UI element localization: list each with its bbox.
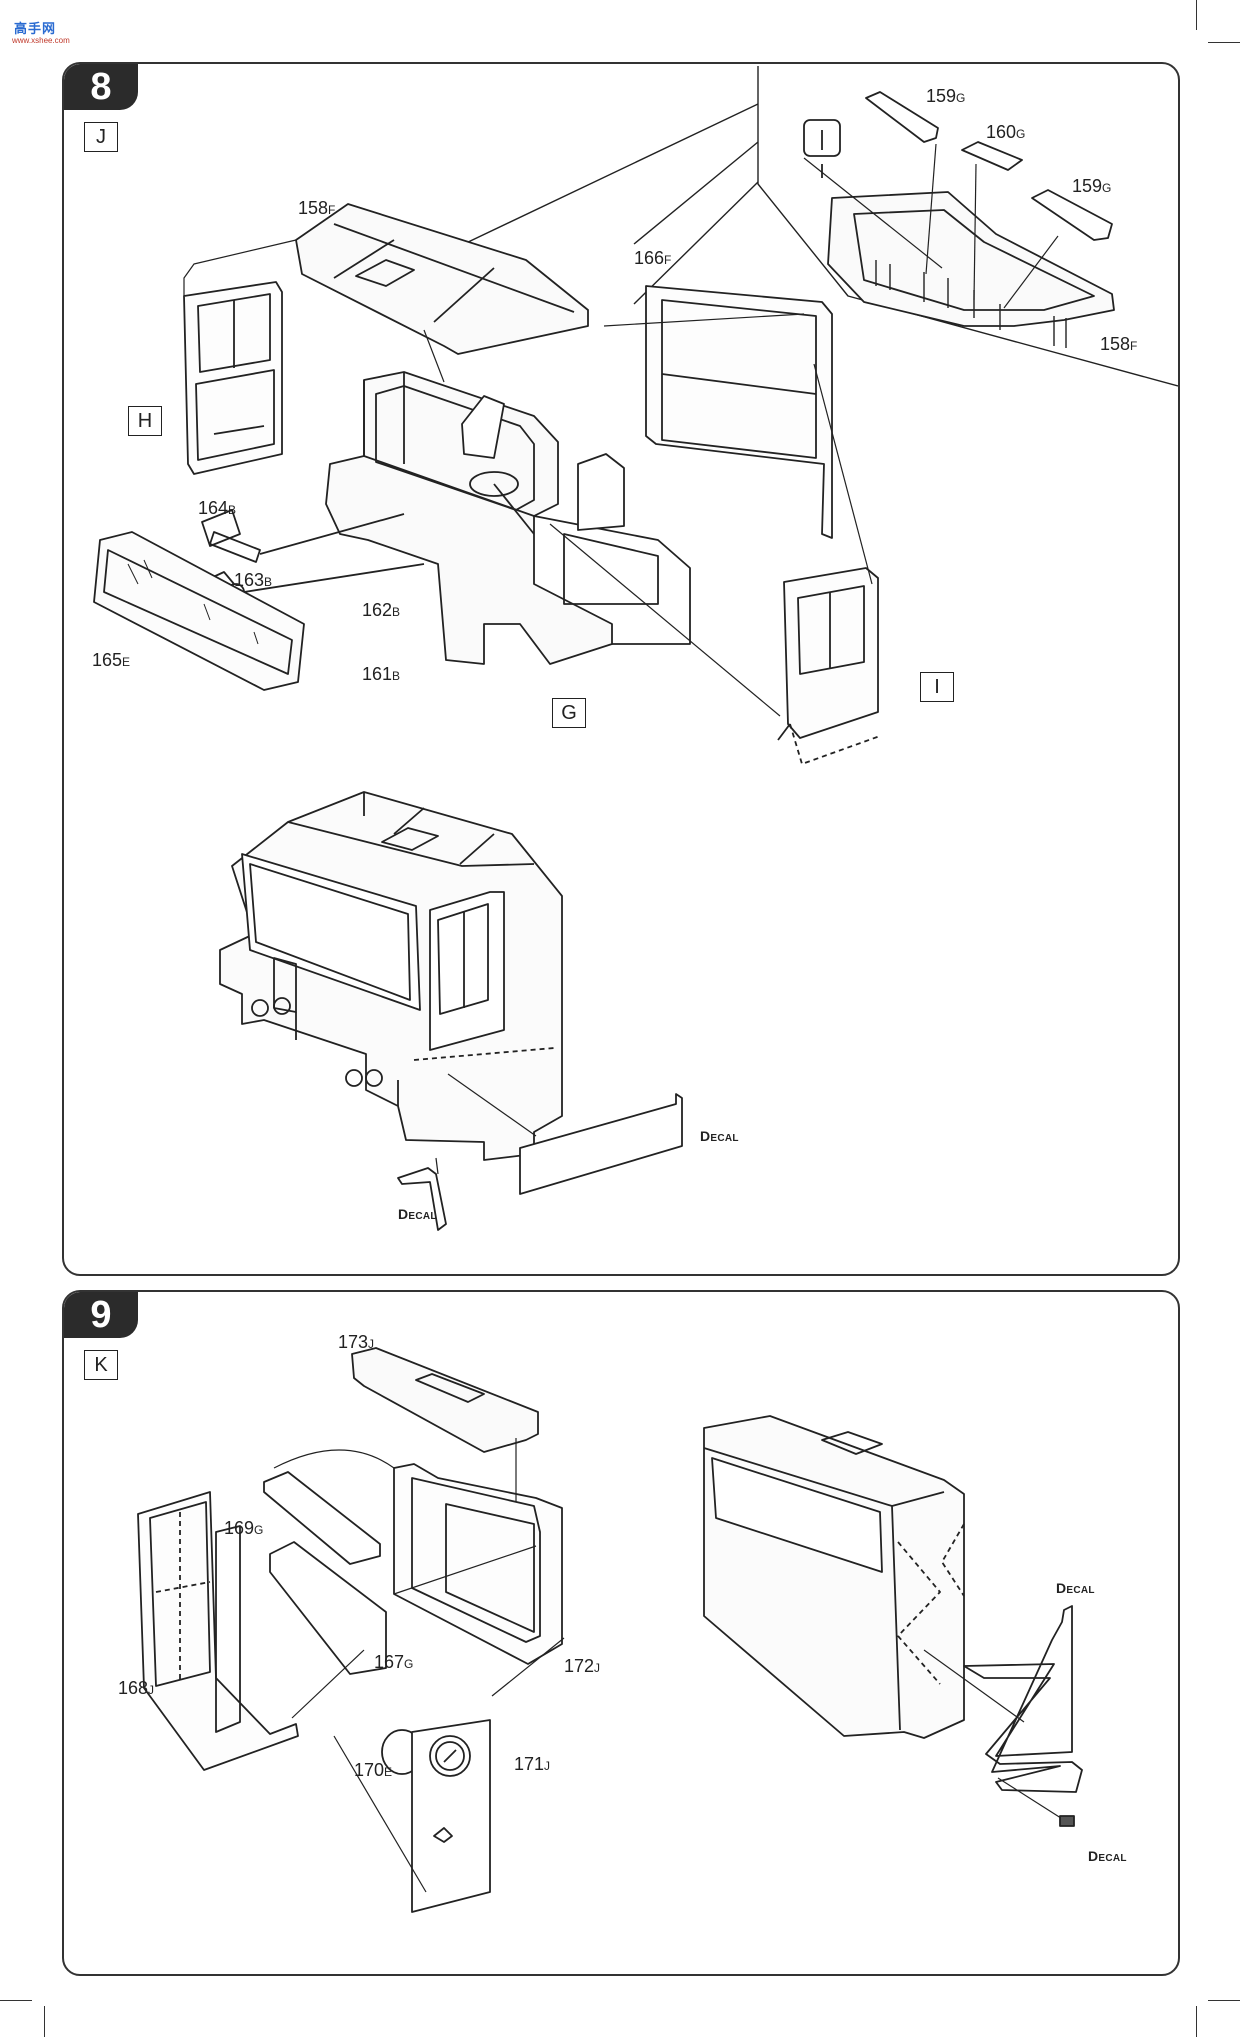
decal-label-bottom: Decal xyxy=(1088,1848,1127,1864)
crop-mark xyxy=(1196,0,1197,30)
part-label-168j: 168J xyxy=(118,1678,155,1698)
step-number: 9 xyxy=(64,1292,138,1338)
part-label-166f: 166F xyxy=(634,248,672,268)
part-label-173j: 173J xyxy=(338,1332,375,1352)
subassembly-box-k: K xyxy=(84,1350,118,1380)
part-label-164b: 164B xyxy=(198,498,237,518)
step-8-illustration xyxy=(93,66,1178,1231)
crop-mark xyxy=(0,2000,32,2001)
step-8-panel: 8 J xyxy=(62,62,1180,1276)
part-label-169g: 169G xyxy=(224,1518,264,1538)
crop-mark xyxy=(1208,2000,1240,2001)
part-label-170e: 170E xyxy=(354,1760,393,1780)
crop-mark xyxy=(1196,2006,1197,2037)
part-label-171j: 171J xyxy=(514,1754,551,1774)
part-label-160g: 160G xyxy=(986,122,1026,142)
logo-text: 高手网 xyxy=(14,21,57,36)
part-label-159g-top: 159G xyxy=(926,86,966,106)
crop-mark xyxy=(1208,42,1240,43)
site-logo: 高手网 www.xshee.com xyxy=(6,8,70,45)
part-label-162b: 162B xyxy=(362,600,401,620)
part-label-158f: 158F xyxy=(298,198,336,218)
part-label-159g-right: 159G xyxy=(1072,176,1112,196)
step-number: 8 xyxy=(64,64,138,110)
part-label-165e: 165E xyxy=(92,650,131,670)
decal-label-step: Decal xyxy=(398,1206,437,1222)
step-9-illustration xyxy=(137,1347,1083,1913)
subassembly-box-g: G xyxy=(552,698,586,728)
part-label-163b: 163B xyxy=(234,570,273,590)
crop-mark xyxy=(44,2006,45,2037)
part-label-161b: 161B xyxy=(362,664,401,684)
subassembly-box-h: H xyxy=(128,406,162,436)
decal-label-box: Decal xyxy=(1056,1580,1095,1596)
logo-subtext: www.xshee.com xyxy=(12,36,70,45)
subassembly-box-i: I xyxy=(920,672,954,702)
part-label-172j: 172J xyxy=(564,1656,601,1676)
decal-label-door: Decal xyxy=(700,1128,739,1144)
part-label-158f-inset: 158F xyxy=(1100,334,1138,354)
part-label-167g: 167G xyxy=(374,1652,414,1672)
step-9-panel: 9 K xyxy=(62,1290,1180,1976)
subassembly-box-j: J xyxy=(84,122,118,152)
